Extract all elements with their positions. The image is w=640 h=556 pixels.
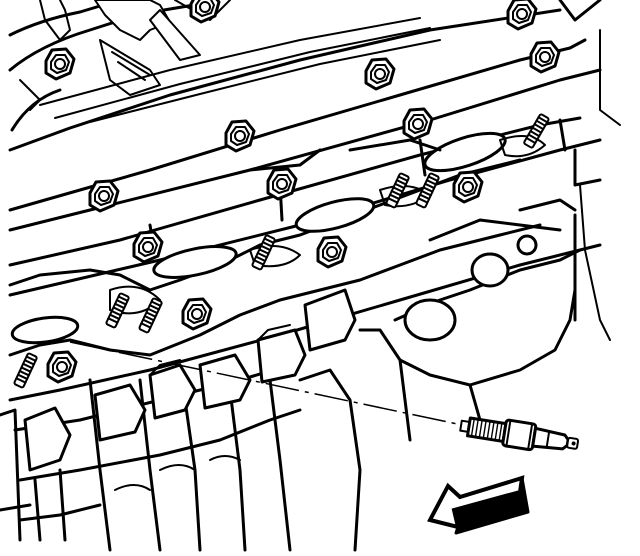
spark-plug <box>459 416 580 452</box>
stud <box>384 171 411 209</box>
stud <box>137 296 164 334</box>
bolt <box>46 350 78 384</box>
stud <box>12 351 39 389</box>
manifold-flange-brackets <box>23 288 357 472</box>
bolt <box>506 0 538 31</box>
bolt <box>402 107 434 141</box>
bolt <box>364 57 396 91</box>
wiring-harness <box>19 0 231 111</box>
bolt <box>88 179 120 213</box>
installation-centerline <box>69 341 463 426</box>
bolt <box>181 297 213 331</box>
valve-cover <box>8 0 621 152</box>
bolt <box>44 47 76 81</box>
bolt <box>316 235 348 269</box>
bolt <box>529 40 561 74</box>
bolt <box>224 119 256 153</box>
manifold-gasket-surface <box>8 131 546 357</box>
bolt <box>189 0 221 24</box>
bolt <box>266 167 298 201</box>
stud <box>250 233 277 271</box>
stud <box>522 112 551 150</box>
manifold-bolts <box>44 0 561 384</box>
bolt <box>452 170 484 204</box>
installation-direction-arrow <box>427 475 530 535</box>
bolt <box>132 230 164 264</box>
